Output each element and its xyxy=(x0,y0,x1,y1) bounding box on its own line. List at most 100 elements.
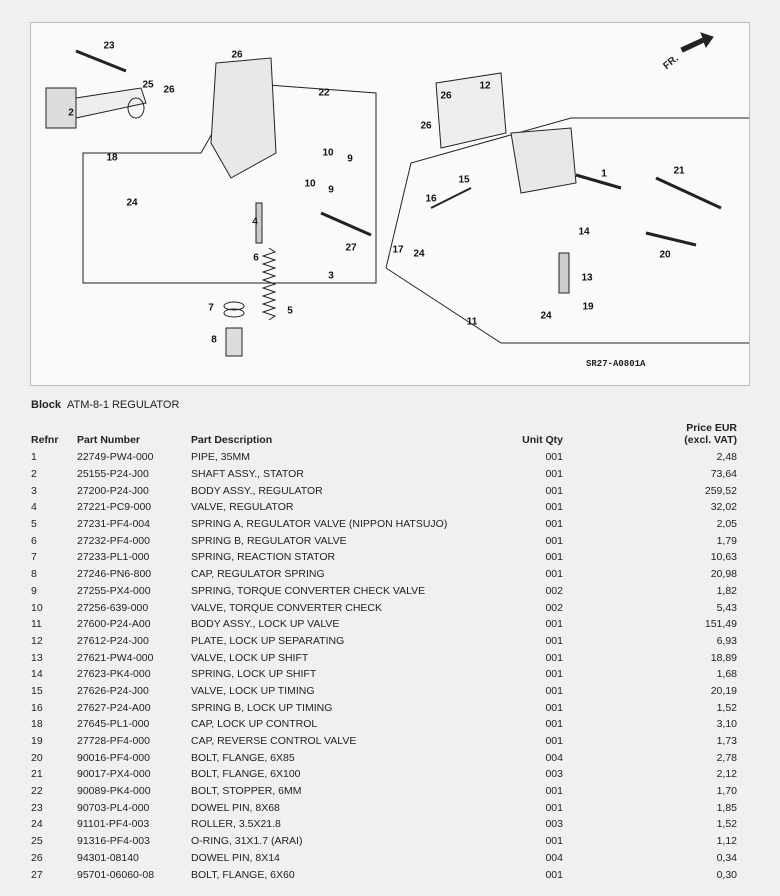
cell-qty: 001 xyxy=(545,801,563,814)
cell-qty: 001 xyxy=(545,868,563,881)
cell-price: 0,30 xyxy=(716,868,737,881)
cell-price: 1,82 xyxy=(716,584,737,597)
callout: 10 xyxy=(322,147,334,159)
cell-description: CAP, REVERSE CONTROL VALVE xyxy=(191,735,357,748)
cell-part-number[interactable]: 91316-PF4-003 xyxy=(77,835,150,848)
parts-table: Refnr Part Number Part Description Unit … xyxy=(26,418,742,883)
cell-refnr: 14 xyxy=(31,668,43,681)
cell-refnr: 21 xyxy=(31,768,43,781)
cell-qty: 003 xyxy=(545,818,563,831)
callout: 12 xyxy=(479,80,491,92)
cell-part-number[interactable]: 27623-PK4-000 xyxy=(77,668,151,681)
cell-price: 6,93 xyxy=(716,634,737,647)
cell-refnr: 19 xyxy=(31,735,43,748)
cell-description: PIPE, 35MM xyxy=(191,451,250,464)
cell-description: SPRING, TORQUE CONVERTER CHECK VALVE xyxy=(191,584,426,597)
cell-refnr: 26 xyxy=(31,851,43,864)
cell-price: 1,52 xyxy=(716,701,737,714)
callout: 26 xyxy=(231,49,243,61)
cell-qty: 001 xyxy=(545,835,563,848)
callout: 3 xyxy=(328,270,334,282)
cell-description: SPRING, LOCK UP SHIFT xyxy=(191,668,317,681)
cell-price: 151,49 xyxy=(704,618,737,631)
cell-part-number[interactable]: 91101-PF4-003 xyxy=(77,818,150,831)
cell-part-number[interactable]: 27232-PF4-000 xyxy=(77,534,150,547)
cell-part-number[interactable]: 27612-P24-J00 xyxy=(77,634,149,647)
callout: 26 xyxy=(163,84,175,96)
table-row: 19 27728-PF4-000 CAP, REVERSE CONTROL VALV… xyxy=(26,733,742,750)
cell-price: 1,12 xyxy=(716,835,737,848)
cell-part-number[interactable]: 22749-PW4-000 xyxy=(77,451,154,464)
diagram-code: SR27-A0801A xyxy=(586,359,646,369)
cell-part-number[interactable]: 27627-P24-A00 xyxy=(77,701,151,714)
cell-part-number[interactable]: 90089-PK4-000 xyxy=(77,785,151,798)
cell-part-number[interactable]: 27256-639-000 xyxy=(77,601,149,614)
cell-part-number[interactable]: 27626-P24-J00 xyxy=(77,684,149,697)
cell-refnr: 23 xyxy=(31,801,43,814)
callout: 15 xyxy=(458,174,470,186)
cell-part-number[interactable]: 27231-PF4-004 xyxy=(77,518,150,531)
cell-description: DOWEL PIN, 8X14 xyxy=(191,851,280,864)
callout: 24 xyxy=(540,310,552,322)
cell-part-number[interactable]: 94301-08140 xyxy=(77,851,139,864)
cell-part-number[interactable]: 25155-P24-J00 xyxy=(77,468,149,481)
cell-refnr: 22 xyxy=(31,785,43,798)
cell-part-number[interactable]: 27728-PF4-000 xyxy=(77,735,150,748)
cell-price: 5,43 xyxy=(716,601,737,614)
cell-part-number[interactable]: 27233-PL1-000 xyxy=(77,551,150,564)
callout: 10 xyxy=(304,178,316,190)
cell-qty: 001 xyxy=(545,534,563,547)
cell-qty: 002 xyxy=(545,584,563,597)
callout: 1 xyxy=(601,168,607,180)
cell-refnr: 5 xyxy=(31,518,37,531)
cell-refnr: 15 xyxy=(31,684,43,697)
header-refnr: Refnr xyxy=(31,434,59,446)
cell-part-number[interactable]: 27255-PX4-000 xyxy=(77,584,151,597)
cell-price: 259,52 xyxy=(704,484,737,497)
cell-part-number[interactable]: 90017-PX4-000 xyxy=(77,768,151,781)
header-description: Part Description xyxy=(191,434,273,446)
callout: 14 xyxy=(578,226,590,238)
cell-price: 2,48 xyxy=(716,451,737,464)
callout: 26 xyxy=(420,120,432,132)
cell-price: 1,79 xyxy=(716,534,737,547)
cell-refnr: 18 xyxy=(31,718,43,731)
cell-description: VALVE, LOCK UP SHIFT xyxy=(191,651,309,664)
cell-part-number[interactable]: 27600-P24-A00 xyxy=(77,618,151,631)
cell-qty: 003 xyxy=(545,768,563,781)
cell-part-number[interactable]: 95701-06060-08 xyxy=(77,868,155,881)
cell-part-number[interactable]: 27246-PN6-800 xyxy=(77,568,152,581)
cell-description: BOLT, FLANGE, 6X60 xyxy=(191,868,295,881)
cell-part-number[interactable]: 27221-PC9-000 xyxy=(77,501,152,514)
cell-price: 20,98 xyxy=(710,568,737,581)
cell-price: 2,05 xyxy=(716,518,737,531)
cell-part-number[interactable]: 27200-P24-J00 xyxy=(77,484,149,497)
cell-description: SPRING A, REGULATOR VALVE (NIPPON HATSUJ… xyxy=(191,518,448,531)
cell-part-number[interactable]: 27645-PL1-000 xyxy=(77,718,150,731)
cell-part-number[interactable]: 90703-PL4-000 xyxy=(77,801,150,814)
cell-price: 1,68 xyxy=(716,668,737,681)
cell-description: BOLT, STOPPER, 6MM xyxy=(191,785,302,798)
header-price-line1: Price EUR xyxy=(686,422,737,434)
cell-part-number[interactable]: 90016-PF4-000 xyxy=(77,751,150,764)
cell-description: BOLT, FLANGE, 6X100 xyxy=(191,768,301,781)
cell-part-number[interactable]: 27621-PW4-000 xyxy=(77,651,154,664)
cell-refnr: 13 xyxy=(31,651,43,664)
cell-qty: 001 xyxy=(545,568,563,581)
cell-refnr: 10 xyxy=(31,601,43,614)
cell-qty: 001 xyxy=(545,735,563,748)
header-price-line2: (excl. VAT) xyxy=(684,434,737,446)
